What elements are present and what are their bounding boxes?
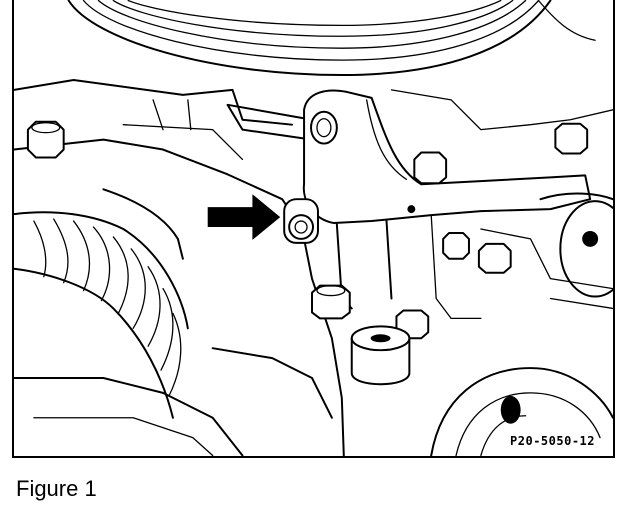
lower-left-structure xyxy=(14,347,333,456)
bolt-upper-left xyxy=(26,120,65,159)
lower-pulley xyxy=(430,367,613,456)
bolt-bracket xyxy=(413,151,448,185)
bolt-mid xyxy=(311,284,351,320)
right-components xyxy=(442,192,613,310)
hose xyxy=(14,188,189,419)
figure-frame: P20-5050-12 xyxy=(12,0,615,458)
engine-illustration xyxy=(14,0,613,456)
figure-caption: Figure 1 xyxy=(16,476,97,501)
sleeve xyxy=(350,325,411,386)
indicated-bushing xyxy=(283,198,319,244)
housing-column xyxy=(335,214,482,320)
pulley xyxy=(67,0,596,77)
bolt-right-top xyxy=(554,122,589,155)
arrow-indicator xyxy=(207,194,281,240)
bracket xyxy=(302,89,592,225)
part-code-label: P20-5050-12 xyxy=(510,434,595,448)
